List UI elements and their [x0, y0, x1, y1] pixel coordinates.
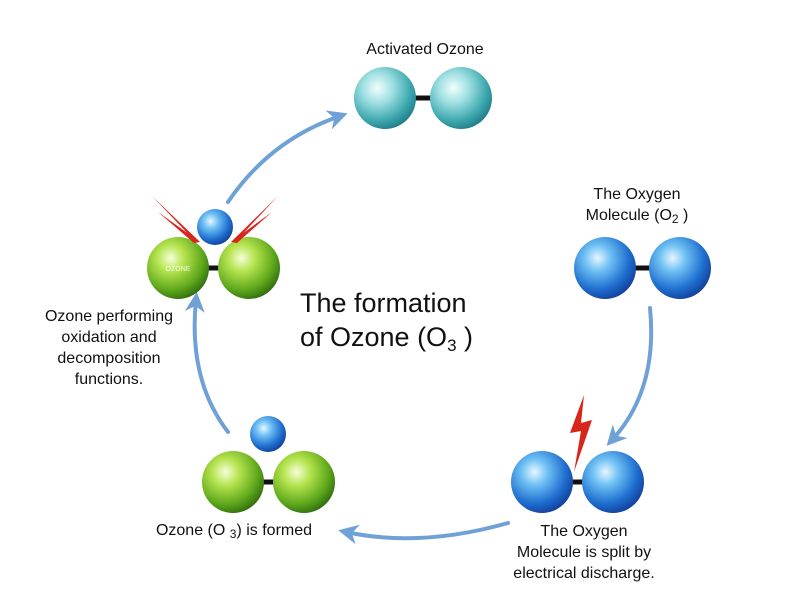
ozone-performing-molecule: OZONE [147, 186, 280, 299]
green-atom [202, 451, 264, 513]
logo: OZONE [166, 266, 191, 273]
blue-atom [574, 237, 636, 299]
activated-ozone-molecule [354, 67, 492, 129]
reaction-spikes-left-icon [152, 186, 200, 244]
blue-atom [511, 451, 573, 513]
blue-atom [649, 237, 711, 299]
arrow-split-to-formed [338, 521, 510, 545]
green-atom [147, 237, 209, 299]
cycle-arrows [184, 110, 654, 545]
label-split-molecule: The Oxygen Molecule is split by electric… [513, 523, 655, 582]
teal-atom [430, 67, 492, 129]
green-atom [273, 451, 335, 513]
teal-atom [354, 67, 416, 129]
diagram-title: The formation of Ozone (O3 ) [300, 288, 474, 355]
blue-atom-small [197, 209, 233, 245]
green-atom [218, 237, 280, 299]
label-ozone-formed: Ozone (O 3) is formed [155, 522, 313, 541]
label-activated-ozone: Activated Ozone [366, 41, 484, 58]
label-ozone-performing: Ozone performing oxidation and decomposi… [44, 308, 174, 388]
label-oxygen-molecule: The Oxygen Molecule (O2 ) [585, 186, 689, 226]
ozone-formed-molecule [202, 416, 335, 513]
blue-atom-small [250, 416, 286, 452]
oxygen-molecule [574, 237, 711, 299]
lightning-bolt-icon [570, 395, 592, 472]
arrow-formed-to-performing [184, 292, 230, 434]
split-oxygen-molecule [511, 395, 644, 513]
arrow-oxygen-to-split [606, 306, 654, 446]
arrow-performing-to-activated [226, 110, 348, 204]
blue-atom [582, 451, 644, 513]
reaction-spikes-right-icon [231, 186, 278, 244]
